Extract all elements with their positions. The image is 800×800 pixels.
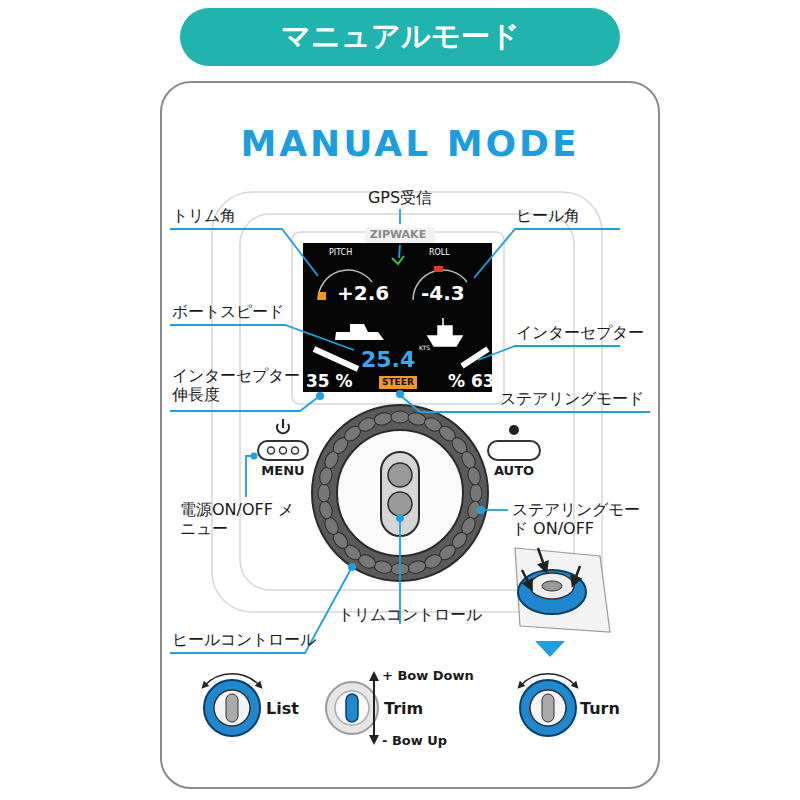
- illustration-part: [214, 690, 250, 726]
- illustration-part: [280, 447, 287, 454]
- illustration-part: [392, 256, 404, 264]
- illustration-part: [474, 229, 620, 278]
- callout-label: - Bow Up: [382, 733, 447, 749]
- illustration-part: [246, 456, 254, 497]
- illustration-part: [530, 690, 566, 726]
- illustration-part: [251, 453, 258, 460]
- illustration-part: [522, 570, 530, 586]
- illustration-part: [282, 419, 284, 428]
- callout-label: インターセプター 伸長度: [172, 366, 312, 404]
- illustration-part: [434, 266, 443, 272]
- illustration-part: [520, 680, 576, 736]
- illustration-part: [542, 694, 554, 722]
- illustration-part: [314, 349, 358, 369]
- illustration-part: [399, 209, 401, 224]
- screen-readout: 25.4: [361, 347, 415, 373]
- callout-label: AUTO: [488, 463, 540, 479]
- illustration-part: [326, 676, 378, 740]
- screen-readout: % 63: [448, 371, 495, 391]
- illustration-part: [318, 500, 334, 520]
- illustration-part: [478, 346, 620, 360]
- display-screen: ZIPWAKEPITCHROLL+2.6-4.325.4KTSSTEER35 %…: [303, 243, 492, 392]
- screen-readout: STEER: [379, 376, 417, 389]
- callout-label: Turn: [580, 699, 620, 718]
- illustration-part: [466, 466, 482, 486]
- illustration-part: [373, 676, 375, 740]
- illustration-part: [399, 245, 400, 258]
- screen-readout: PITCH: [329, 248, 352, 258]
- illustration-part: [530, 573, 574, 599]
- illustration-part: [335, 691, 369, 725]
- callout-label: 電源ON/OFF メニュー: [180, 500, 310, 538]
- illustration-part: [396, 514, 404, 522]
- callout-label: ステアリングモード: [500, 389, 644, 408]
- illustration-part: [326, 682, 378, 734]
- illustration-part: [470, 484, 482, 502]
- illustration-part: [346, 694, 358, 722]
- illustration-part: [388, 492, 412, 516]
- callout-label: ヒール角: [516, 206, 580, 225]
- callout-label: トリム角: [172, 206, 236, 225]
- illustration-part: [407, 559, 427, 575]
- illustration-part: [477, 506, 485, 514]
- callout-label: インターセプター: [516, 323, 644, 342]
- illustration-part: [407, 411, 427, 427]
- illustration-part: [373, 559, 393, 575]
- illustration-part: [538, 548, 545, 568]
- screen-readout: KTS: [419, 344, 430, 351]
- panel-heading: MANUAL MODE: [160, 122, 660, 165]
- illustration-part: [574, 566, 580, 582]
- callout-label: Trim: [384, 699, 423, 718]
- illustration-part: [535, 641, 565, 657]
- illustration-part: [388, 463, 412, 487]
- illustration-part: [161, 82, 659, 788]
- illustration-part: [542, 581, 562, 591]
- illustration-part: [204, 674, 260, 686]
- illustration-part: [520, 674, 576, 686]
- illustration-part: [318, 292, 326, 300]
- illustration-part: [509, 425, 519, 435]
- illustration-part: [268, 447, 275, 454]
- screen-readout: -4.3: [421, 281, 465, 305]
- callout-label: List: [266, 699, 299, 718]
- callout-label: トリムコントロール: [338, 605, 482, 624]
- illustration-part: [204, 680, 260, 736]
- illustration-part: [515, 548, 610, 632]
- illustration-part: [365, 228, 435, 243]
- callout-label: ステアリングモード ON/OFF: [512, 500, 654, 538]
- screen-readout: +2.6: [337, 281, 389, 305]
- illustration-part: [303, 243, 492, 392]
- illustration-part: [204, 674, 260, 736]
- screen-readout: ROLL: [429, 248, 450, 258]
- illustration-part: [170, 229, 318, 276]
- callout-label: ボートスピード: [172, 302, 284, 321]
- illustration-part: [520, 674, 576, 736]
- illustration-part: [373, 411, 393, 427]
- illustration-part: [348, 563, 356, 571]
- callout-label: ヒールコントロール: [172, 630, 316, 649]
- illustration-part: [428, 318, 462, 346]
- callout-label: GPS受信: [360, 188, 440, 207]
- illustration-part: [335, 324, 384, 340]
- callout-label: + Bow Down: [382, 668, 474, 684]
- illustration-part: [318, 484, 330, 502]
- illustration-part: [170, 209, 650, 653]
- illustration-part: [391, 411, 409, 423]
- illustration-part: [170, 325, 354, 350]
- title-banner: マニュアルモード: [180, 8, 620, 66]
- illustration-part: [482, 509, 508, 511]
- illustration-part: [316, 392, 324, 400]
- screen-readout: ZIPWAKE: [365, 228, 431, 241]
- illustration-part: [318, 466, 334, 486]
- illustration-part: [396, 390, 404, 398]
- illustration-part: [226, 694, 238, 722]
- callout-label: MENU: [258, 463, 308, 479]
- screen-readout: 35 %: [306, 371, 353, 391]
- illustration-part: [292, 232, 504, 404]
- illustration-part: [170, 567, 352, 653]
- illustration-part: [488, 441, 540, 460]
- illustration-part: [292, 447, 299, 454]
- illustration-part: [251, 390, 486, 571]
- illustration-part: [258, 441, 308, 460]
